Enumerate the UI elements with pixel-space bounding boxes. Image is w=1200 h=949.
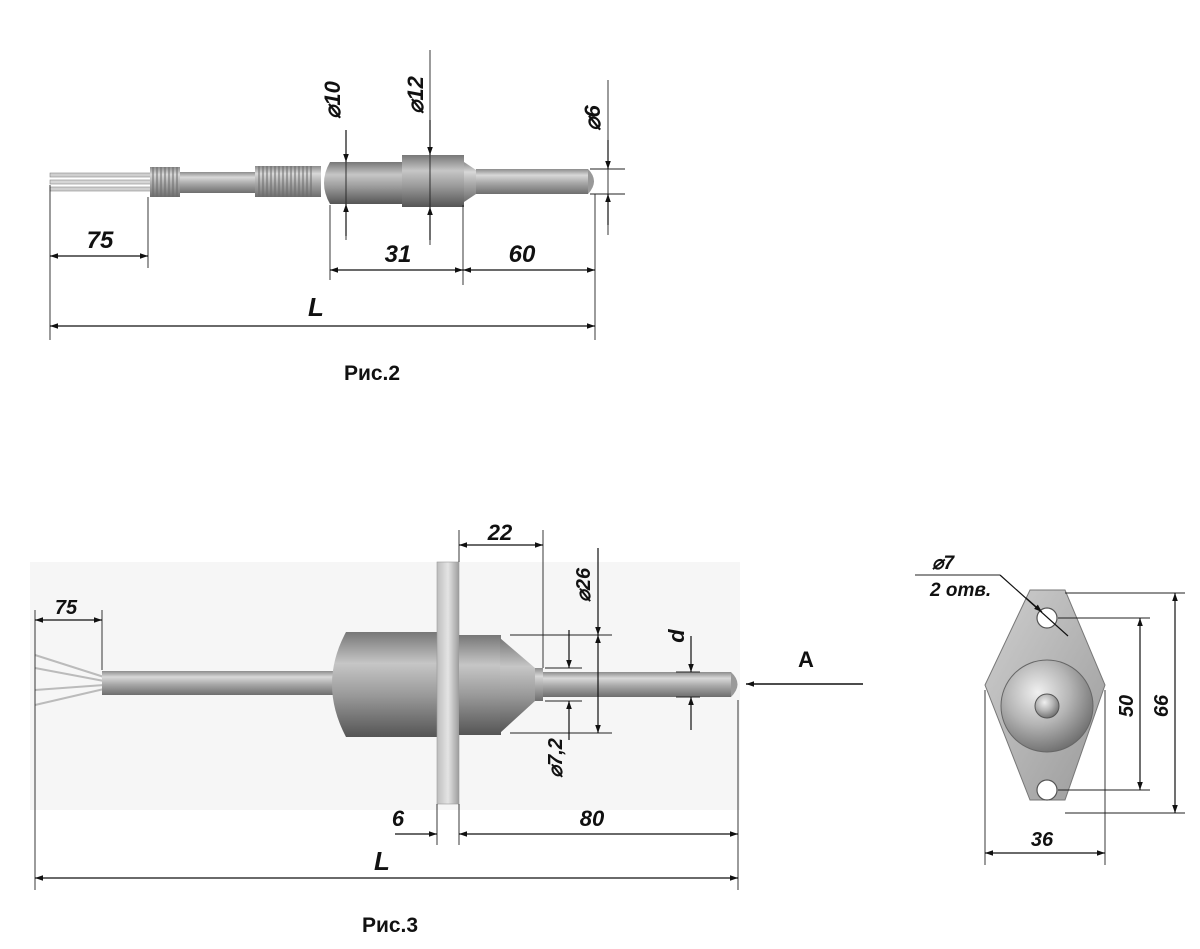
figure-3-caption: Рис.3	[362, 914, 418, 937]
probe-tip-end	[1034, 693, 1060, 719]
hole-count: 2 отв.	[929, 580, 991, 601]
view-a-label: A	[798, 647, 814, 672]
dim-75-leads: 75	[87, 227, 114, 254]
mounting-flange	[436, 561, 460, 805]
probe-tip	[543, 672, 731, 697]
dim-6-flange: 6	[392, 806, 405, 831]
dim-L: L	[308, 292, 324, 322]
body-collar	[402, 155, 464, 207]
hole-diameter: ⌀7	[932, 553, 955, 574]
lead-wires	[49, 172, 153, 192]
dim-66: 66	[1151, 694, 1173, 717]
figure-2-caption: Рис.2	[344, 362, 400, 385]
figure-3: 75 22 ⌀26 d ⌀7,2 6 80 L A Рис.3	[30, 520, 863, 937]
dia-12: ⌀12	[403, 75, 428, 113]
dia-6: ⌀6	[580, 104, 605, 130]
body-dome	[324, 162, 402, 204]
probe-tip	[476, 169, 588, 194]
dia-26: ⌀26	[573, 567, 595, 602]
mounting-hole-bottom	[1036, 779, 1058, 801]
dia-7-2: ⌀7,2	[545, 738, 567, 778]
dim-L: L	[374, 846, 390, 876]
dim-36: 36	[1031, 829, 1054, 851]
thread-right	[255, 166, 321, 197]
dim-50: 50	[1116, 695, 1138, 717]
dim-31: 31	[385, 241, 412, 268]
dim-22: 22	[487, 520, 513, 545]
dia-d: d	[664, 629, 689, 643]
figure-2: 75 31 60 L ⌀10 ⌀12 ⌀6 Рис.2	[49, 50, 625, 385]
dim-80: 80	[580, 806, 605, 831]
dia-10: ⌀10	[320, 80, 345, 118]
body-cone	[500, 638, 535, 733]
dim-60: 60	[509, 241, 536, 268]
sheath-tube	[102, 671, 334, 695]
sheath-tube	[180, 172, 258, 193]
body-dome	[332, 632, 438, 737]
dim-75-leads: 75	[55, 597, 78, 619]
lead-wires	[34, 654, 105, 706]
view-a: ⌀7 2 отв. 36 50 66	[915, 553, 1185, 865]
